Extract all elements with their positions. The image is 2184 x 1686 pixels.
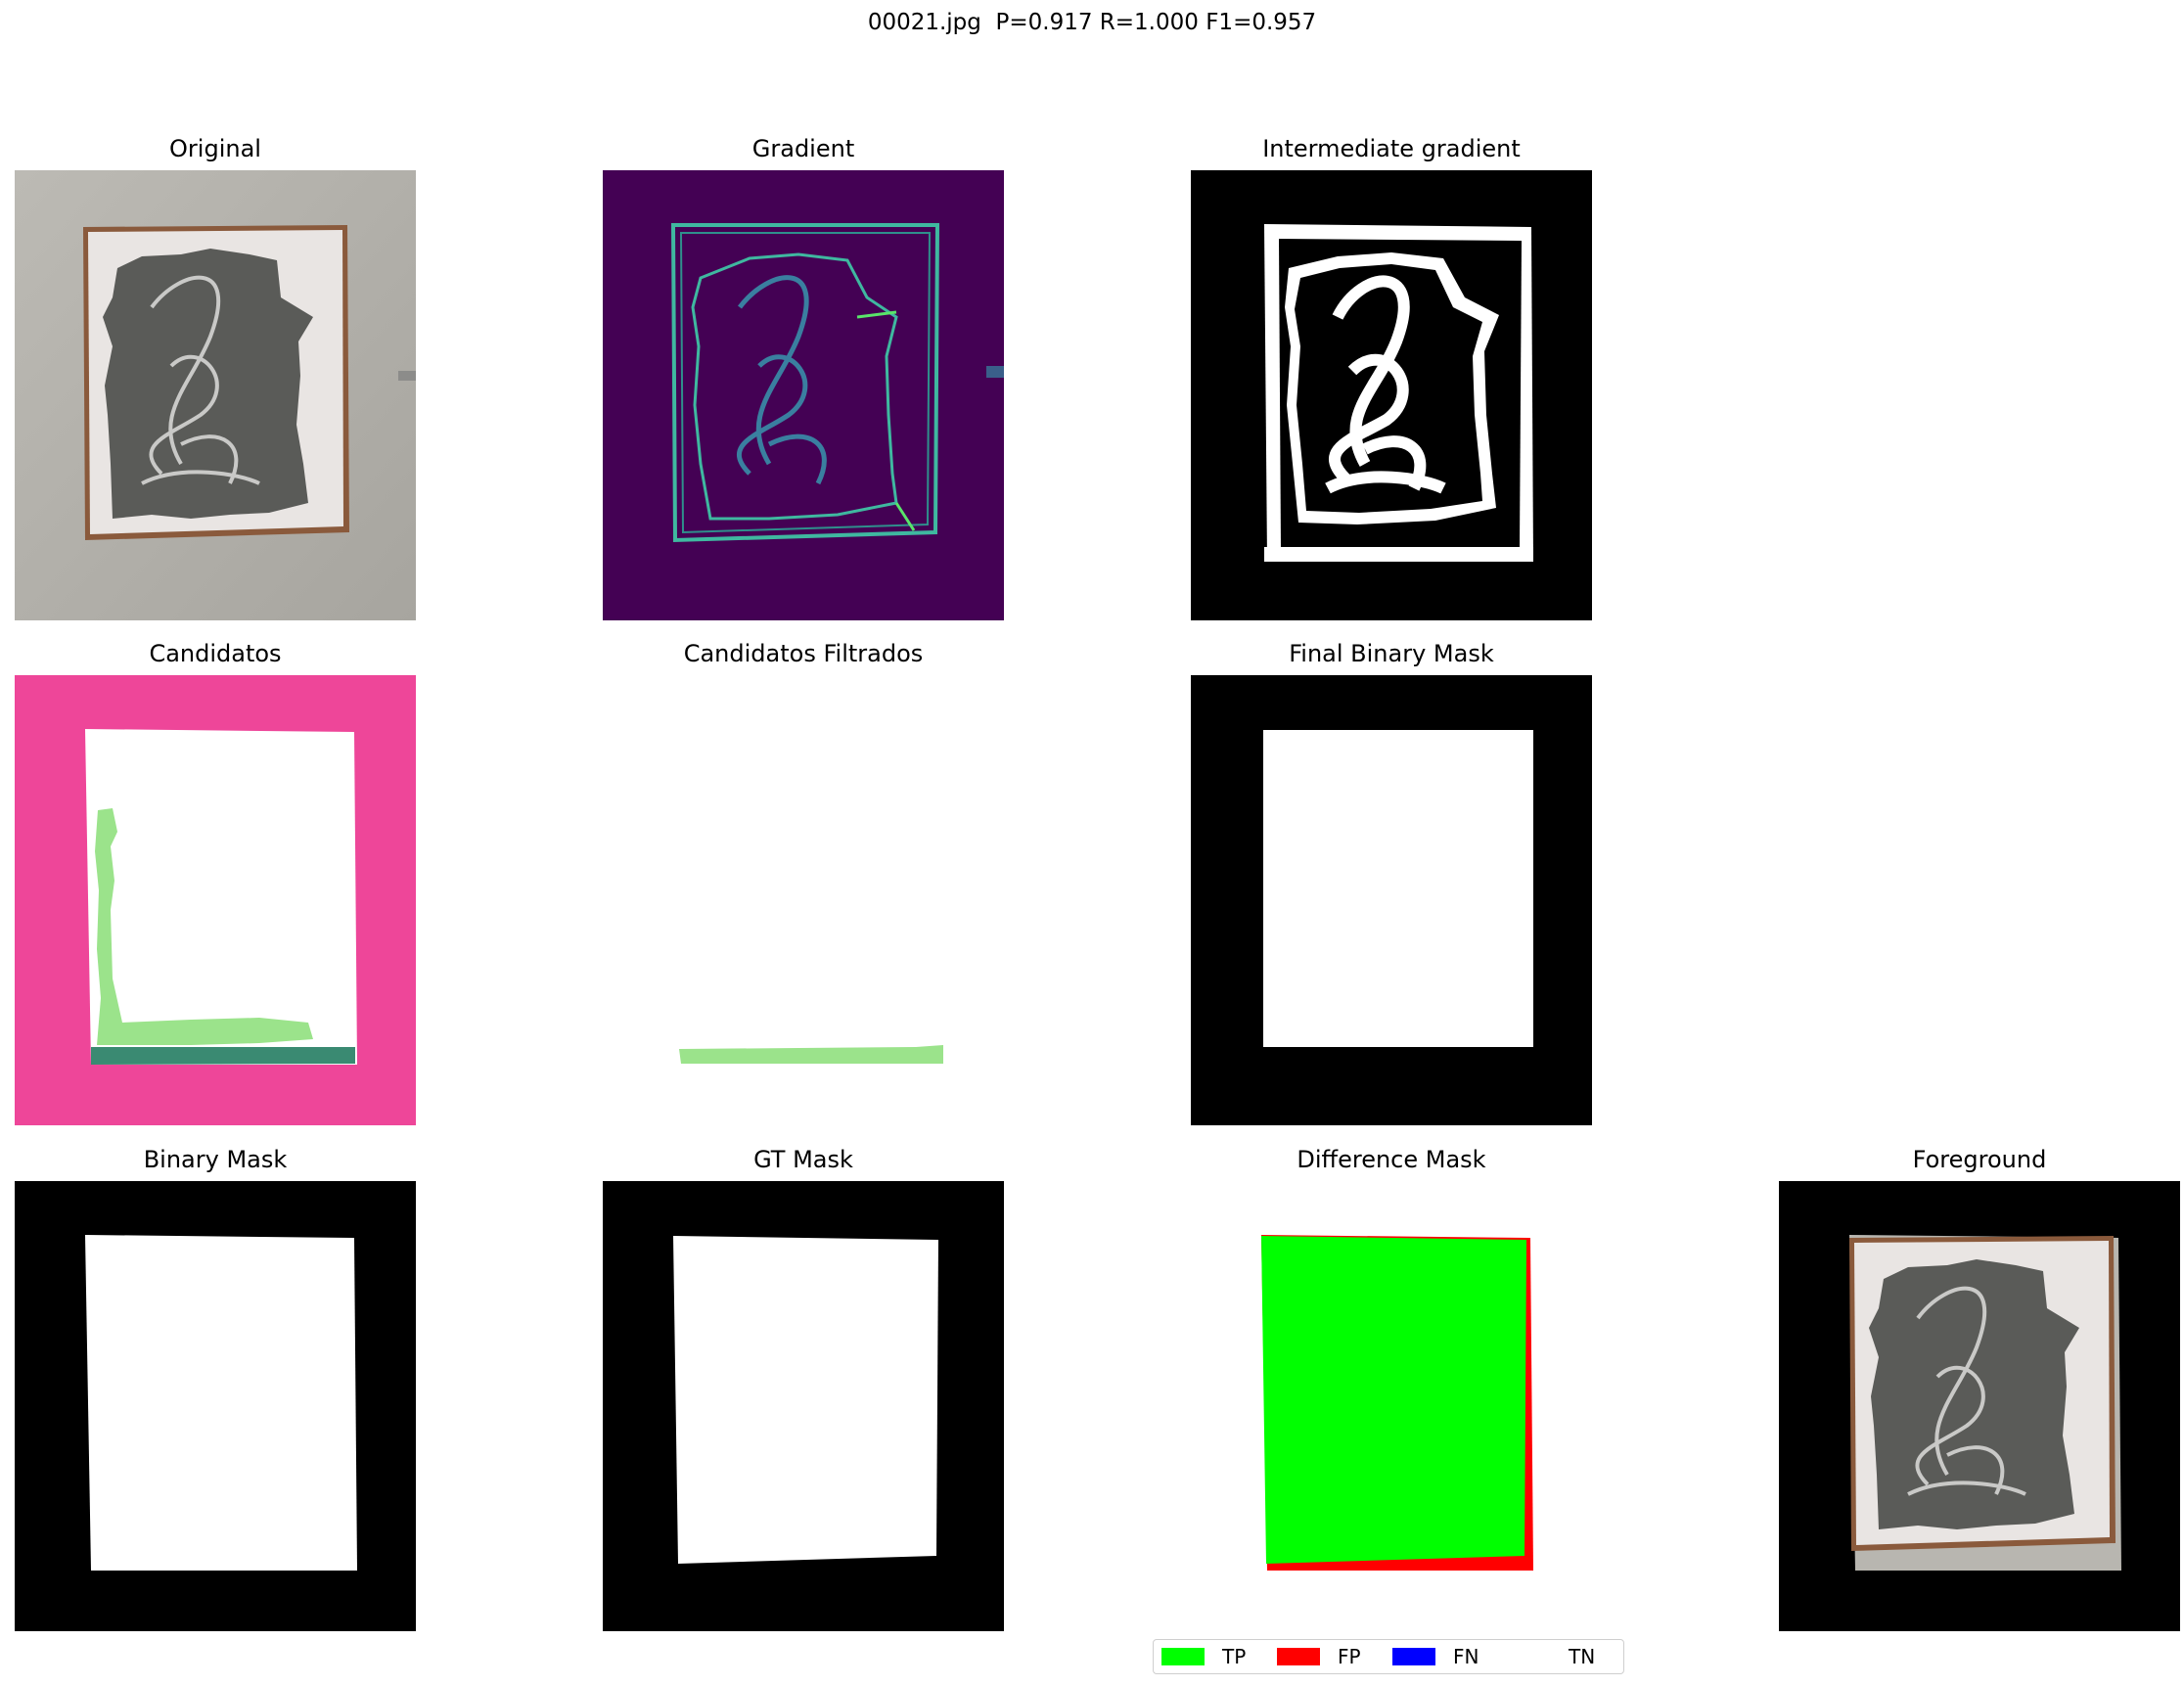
- figure-title: 00021.jpg P=0.917 R=1.000 F1=0.957: [867, 10, 1317, 35]
- binary-mask-map: [15, 1181, 416, 1631]
- legend-item-fp: FP: [1277, 1645, 1392, 1668]
- panel-title-original: Original: [169, 135, 261, 162]
- legend-swatch-tp: [1161, 1648, 1205, 1665]
- intermediate-gradient-image: [1191, 170, 1592, 620]
- final-binary-mask-image: [1191, 675, 1592, 1125]
- candidatos-image: [15, 675, 416, 1125]
- candidatos-filtrados-image: [603, 675, 1004, 1125]
- foreground-image: [1779, 1181, 2180, 1631]
- gt-mask-map: [603, 1181, 1004, 1631]
- panel-title-difference-mask: Difference Mask: [1297, 1146, 1486, 1173]
- panel-title-candidatos: Candidatos: [149, 640, 282, 667]
- candidatos-map: [15, 675, 416, 1125]
- original-photo: [15, 170, 416, 620]
- legend-label-tp: TP: [1222, 1645, 1247, 1668]
- panel-title-candidatos-filtrados: Candidatos Filtrados: [683, 640, 924, 667]
- difference-mask-image: [1191, 1181, 1592, 1631]
- legend-item-tp: TP: [1161, 1645, 1277, 1668]
- legend-label-tn: TN: [1569, 1645, 1596, 1668]
- gradient-image: [603, 170, 1004, 620]
- panel-title-intermediate-gradient: Intermediate gradient: [1262, 135, 1521, 162]
- panel-title-final-binary-mask: Final Binary Mask: [1289, 640, 1494, 667]
- foreground-photo: [1779, 1181, 2180, 1631]
- intermediate-gradient-map: [1191, 170, 1592, 620]
- panel-title-foreground: Foreground: [1912, 1146, 2047, 1173]
- panel-title-gt-mask: GT Mask: [753, 1146, 853, 1173]
- candidatos-filtrados-map: [603, 675, 1004, 1125]
- legend-label-fn: FN: [1453, 1645, 1479, 1668]
- panel-title-gradient: Gradient: [751, 135, 855, 162]
- legend-swatch-tn: [1508, 1648, 1551, 1665]
- difference-mask-map: [1191, 1181, 1592, 1631]
- legend-item-fn: FN: [1392, 1645, 1508, 1668]
- panel-title-binary-mask: Binary Mask: [143, 1146, 288, 1173]
- final-binary-mask-map: [1191, 675, 1592, 1125]
- original-image: [15, 170, 416, 620]
- legend-swatch-fn: [1392, 1648, 1435, 1665]
- legend-item-tn: TN: [1508, 1645, 1623, 1668]
- difference-legend: TP FP FN TN: [1153, 1639, 1624, 1674]
- gradient-map: [603, 170, 1004, 620]
- legend-swatch-fp: [1277, 1648, 1320, 1665]
- legend-label-fp: FP: [1338, 1645, 1361, 1668]
- binary-mask-image: [15, 1181, 416, 1631]
- gt-mask-image: [603, 1181, 1004, 1631]
